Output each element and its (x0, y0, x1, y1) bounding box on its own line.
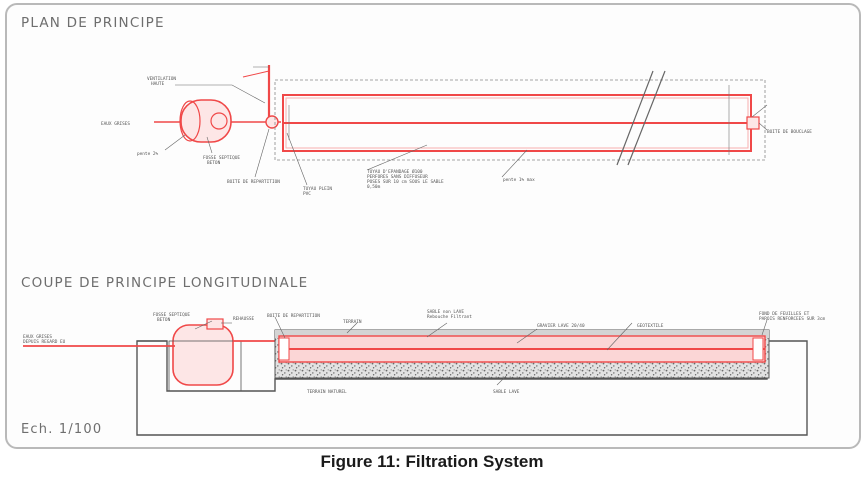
drawing-frame: PLAN DE PRINCIPE VENTILATION HAUTE (5, 3, 861, 449)
septic-tank-section (168, 318, 242, 392)
terrain-label: TERRAIN (343, 319, 362, 325)
loop-box-plan (746, 116, 760, 130)
plan-full-pipe-label-2: PVC (303, 191, 311, 197)
plan-leaders (164, 66, 768, 186)
distribution-box-plan (265, 115, 279, 129)
leaves-label-1: FOND DE FEUILLES ET (759, 311, 810, 317)
geotextile-label: GEOTEXTILE (637, 323, 664, 329)
ventilation-label-2: HAUTE (151, 81, 165, 87)
septic-tank-plan (179, 99, 232, 143)
plan-loop-label: BOITE DE BOUCLAGE (767, 129, 812, 135)
plan-box-label: BOITE DE REPARTITION (227, 179, 280, 185)
plan-title: PLAN DE PRINCIPE (21, 15, 165, 31)
filtration-drawing: PLAN DE PRINCIPE VENTILATION HAUTE (21, 15, 825, 437)
plan-tank-label-1: FOSSE SEPTIQUE (203, 155, 240, 161)
plan-slope-end-label: pente 1% max (503, 177, 535, 183)
break-mark-2 (627, 70, 666, 166)
section-tank-label-1: FOSSE SEPTIQUE (153, 312, 190, 318)
washed-sand-label: SABLE LAVE (493, 389, 520, 395)
section-greywater-label-2: DEPUIS REGARD EU (23, 339, 66, 345)
natural-ground-label: TERRAIN NATUREL (307, 389, 347, 395)
plan-spread-label-1: TUYAU D'EPANDAGE Ø100 (367, 168, 423, 175)
plan-spread-label-3: POSES SUR 10 cm SOUS LE SABLE (367, 179, 444, 185)
figure-caption: Figure 11: Filtration System (320, 452, 544, 471)
plan-full-pipe-label-1: TUYAU PLEIN (303, 186, 332, 192)
section-distribution-box (278, 337, 290, 361)
plan-tank-label-2: BETON (207, 160, 221, 166)
plan-greywater-label: EAUX GRISES (101, 121, 130, 127)
sand-label-1: SABLE non LAVE (427, 309, 464, 315)
leaves-label-2: PAROIS RENFORCEES SUR 3cm (759, 316, 825, 322)
sand-label-2: Rebouche Filtrant (427, 314, 472, 320)
plan-spread-label-4: 0,50m (367, 184, 381, 190)
ventilation-connector (242, 70, 270, 78)
plan-spread-label-2: PERFORES SANS DIFFUSEUR (367, 174, 428, 180)
section-greywater-label-1: EAUX GRISES (23, 334, 52, 340)
section-tank-label-2: BETON (157, 317, 171, 323)
scale-label: Ech. 1/100 (21, 422, 102, 437)
section-loop-box (752, 337, 764, 361)
riser-label: REHAUSSE (233, 316, 255, 322)
section-title: COUPE DE PRINCIPE LONGITUDINALE (21, 275, 308, 291)
section-leaders (194, 316, 768, 386)
section-box-label: BOITE DE REPARTITION (267, 313, 320, 319)
ventilation-label-1: VENTILATION (147, 76, 176, 82)
gravel-label: GRAVIER LAVE 20/40 (537, 323, 585, 329)
plan-slope-label: pente 2% (137, 151, 159, 157)
topsoil-layer (275, 330, 769, 338)
break-mark-1 (616, 70, 654, 166)
bed-outline (274, 79, 766, 161)
